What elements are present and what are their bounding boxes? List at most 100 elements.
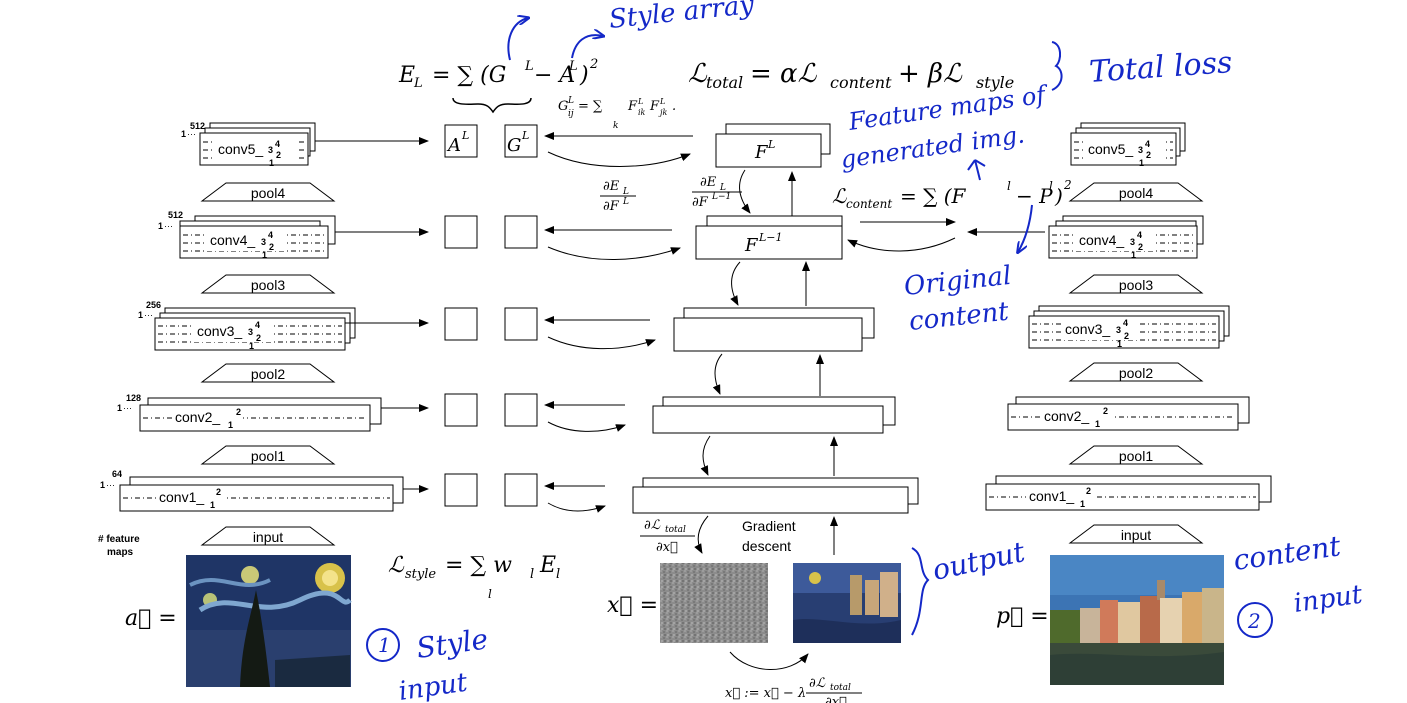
content-image-label: p⃗ = bbox=[996, 604, 1049, 629]
svg-text:2: 2 bbox=[256, 333, 261, 343]
svg-text:∂F: ∂F bbox=[603, 199, 620, 214]
right-pool3-label: pool3 bbox=[1119, 277, 1153, 293]
svg-text:ik: ik bbox=[638, 108, 646, 117]
svg-text:∂x⃗: ∂x⃗ bbox=[825, 695, 847, 703]
svg-text:3: 3 bbox=[1138, 145, 1143, 155]
svg-text:4: 4 bbox=[275, 139, 280, 149]
svg-text:∂x⃗: ∂x⃗ bbox=[656, 540, 678, 555]
svg-text:l: l bbox=[1007, 179, 1011, 193]
center-network: F L F L−1 bbox=[632, 123, 919, 555]
noise-image bbox=[660, 563, 768, 643]
generated-image-label: x⃗ = bbox=[607, 593, 658, 618]
svg-text:3: 3 bbox=[248, 327, 253, 337]
svg-text:ij: ij bbox=[568, 109, 574, 119]
content-image bbox=[1050, 555, 1224, 685]
svg-text:1: 1 bbox=[269, 158, 274, 168]
right-conv4-label: conv4_ bbox=[1079, 232, 1124, 248]
svg-text:1: 1 bbox=[1131, 250, 1136, 260]
content-input-annotation-1: content bbox=[1231, 529, 1343, 577]
svg-text:∂E: ∂E bbox=[603, 179, 620, 194]
right-input: input bbox=[1068, 524, 1204, 544]
left-conv4-block: conv4_ 4 3 2 1 512 1 ··· bbox=[158, 210, 336, 260]
svg-text:L−1: L−1 bbox=[711, 192, 731, 202]
gradient-fractions: ∂E L ∂F L ∂E L ∂F L−1 ∂ℒ total ∂x⃗ bbox=[600, 175, 742, 555]
svg-text:4: 4 bbox=[255, 320, 260, 330]
style-input-annotation-2: input bbox=[397, 668, 470, 703]
svg-text:L: L bbox=[567, 96, 574, 106]
svg-text:= ∑: = ∑ bbox=[578, 99, 603, 114]
style-input-number: 1 bbox=[378, 633, 391, 657]
style-total-equation: ℒ style = ∑ w l E l l bbox=[388, 553, 560, 601]
svg-text:style: style bbox=[976, 73, 1014, 92]
svg-text:1: 1 bbox=[117, 403, 122, 413]
left-conv4-fm: 512 bbox=[168, 210, 183, 220]
total-loss-annotation: Total loss bbox=[1088, 45, 1233, 90]
right-pool2: pool2 bbox=[1068, 362, 1204, 382]
right-conv5-block: conv5_ 4 3 2 1 bbox=[1070, 122, 1186, 168]
left-conv2-block: conv2_ 2 1 128 1 ··· bbox=[117, 393, 382, 432]
svg-text:L: L bbox=[719, 183, 726, 193]
left-network: conv5_ 4 3 2 1 512 1 ··· pool4 conv4_ 4 … bbox=[98, 121, 404, 558]
left-pool3: pool3 bbox=[200, 274, 336, 294]
svg-text:1: 1 bbox=[138, 310, 143, 320]
original-annotation: Original bbox=[903, 261, 1013, 302]
left-pool2-label: pool2 bbox=[251, 366, 285, 382]
svg-text:l: l bbox=[556, 567, 560, 582]
update-rule: x⃗ := x⃗ − λ ∂ℒ total ∂x⃗ bbox=[725, 676, 862, 703]
F-L-label: F bbox=[754, 142, 769, 163]
svg-text:···: ··· bbox=[123, 403, 132, 413]
svg-text:1: 1 bbox=[158, 221, 163, 231]
output-image bbox=[793, 563, 901, 643]
svg-text:E: E bbox=[539, 553, 556, 578]
svg-text:total: total bbox=[665, 525, 686, 535]
svg-text:l: l bbox=[530, 567, 534, 582]
svg-text:∂ℒ: ∂ℒ bbox=[809, 676, 826, 691]
style-image bbox=[186, 555, 352, 687]
svg-text:style: style bbox=[405, 567, 436, 582]
handwritten-annotations: Style array Total loss Feature maps of g… bbox=[366, 0, 1365, 703]
right-conv1-block: conv1_ 2 1 bbox=[985, 475, 1272, 511]
right-pool1-label: pool1 bbox=[1119, 448, 1153, 464]
svg-text:2: 2 bbox=[1103, 406, 1108, 416]
svg-text:= ∑ (G: = ∑ (G bbox=[432, 63, 506, 88]
svg-text:2: 2 bbox=[276, 150, 281, 160]
right-pool3: pool3 bbox=[1068, 274, 1204, 294]
left-pool1: pool1 bbox=[200, 445, 336, 465]
svg-text:E: E bbox=[398, 63, 415, 88]
left-conv4-label: conv4_ bbox=[210, 232, 255, 248]
output-annotation: output bbox=[930, 535, 1029, 587]
svg-text:): ) bbox=[579, 63, 589, 88]
svg-text:3: 3 bbox=[268, 145, 273, 155]
svg-text:2: 2 bbox=[1063, 178, 1072, 192]
left-conv3-fm: 256 bbox=[146, 300, 161, 310]
left-pool2: pool2 bbox=[200, 363, 336, 383]
content-arrows bbox=[847, 218, 1045, 252]
svg-text:···: ··· bbox=[164, 221, 173, 231]
right-conv2-block: conv2_ 2 1 bbox=[1007, 396, 1250, 431]
svg-text:2: 2 bbox=[589, 57, 598, 72]
left-pool4-label: pool4 bbox=[251, 185, 285, 201]
svg-text:L: L bbox=[622, 197, 629, 207]
left-conv2-fm: 128 bbox=[126, 393, 141, 403]
svg-text:l: l bbox=[1049, 179, 1053, 193]
style-loss-equation: E L = ∑ (G L − A L ) 2 bbox=[398, 57, 598, 114]
svg-text:= ∑ (F: = ∑ (F bbox=[900, 184, 967, 208]
svg-text:l: l bbox=[488, 587, 492, 601]
total-loss-equation: ℒ total = αℒ content + βℒ style bbox=[688, 59, 1014, 92]
svg-text:− P: − P bbox=[1016, 184, 1053, 208]
left-conv2-label: conv2_ bbox=[175, 409, 220, 425]
style-image-label: a⃗ = bbox=[125, 606, 177, 631]
svg-text:1: 1 bbox=[1117, 339, 1122, 349]
svg-text:4: 4 bbox=[268, 230, 273, 240]
svg-text:1: 1 bbox=[100, 480, 105, 490]
left-pool3-label: pool3 bbox=[251, 277, 285, 293]
right-conv2-label: conv2_ bbox=[1044, 408, 1089, 424]
svg-text:F: F bbox=[649, 99, 660, 114]
svg-text:content: content bbox=[846, 197, 892, 211]
svg-text:total: total bbox=[706, 73, 743, 92]
svg-text:.: . bbox=[672, 99, 676, 114]
svg-text:L: L bbox=[521, 129, 529, 142]
content-input-annotation-2: input bbox=[1292, 580, 1365, 619]
left-to-style-arrows bbox=[315, 137, 429, 493]
